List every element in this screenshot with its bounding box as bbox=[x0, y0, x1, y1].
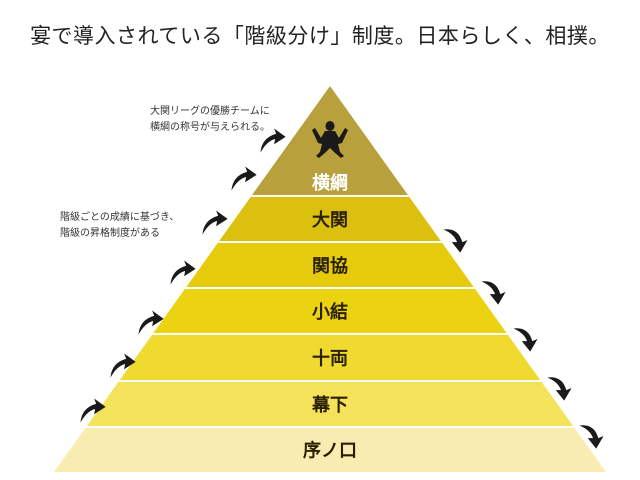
rank-label-3: 小結 bbox=[312, 301, 348, 323]
rank-band-4 bbox=[119, 334, 541, 381]
rank-band-6 bbox=[54, 427, 606, 472]
curved-up-arrow-icon bbox=[260, 128, 286, 153]
curved-up-arrow-icon bbox=[231, 166, 257, 191]
curved-down-arrow-icon bbox=[481, 281, 506, 305]
top-annotation: 大関リーグの優勝チームに 横綱の称号が与えられる。 bbox=[150, 104, 270, 136]
top-annotation-line-1: 大関リーグの優勝チームに bbox=[150, 106, 270, 117]
middle-annotation-line-1: 階級ごとの成績に基づき、 bbox=[60, 212, 180, 223]
curved-up-arrow-icon bbox=[202, 210, 228, 235]
page-title: 宴で導入されている「階級分け」制度。日本らしく、相撲。 bbox=[30, 24, 610, 48]
rank-label-0: 横綱 bbox=[312, 172, 348, 194]
rank-band-2 bbox=[185, 242, 475, 288]
middle-annotation: 階級ごとの成績に基づき、 階級の昇格制度がある bbox=[60, 210, 179, 242]
rank-label-5: 幕下 bbox=[311, 395, 348, 416]
middle-annotation-line-2: 階級の昇格制度がある bbox=[60, 228, 160, 239]
curved-down-arrow-icon bbox=[443, 229, 468, 253]
rank-band-3 bbox=[152, 288, 508, 334]
rank-band-5 bbox=[86, 381, 574, 427]
rank-label-6: 序ノ口 bbox=[303, 440, 357, 462]
rank-label-4: 十両 bbox=[312, 348, 348, 370]
sumo-wrestler-icon bbox=[312, 121, 348, 158]
top-annotation-line-2: 横綱の称号が与えられる。 bbox=[150, 122, 270, 133]
rank-label-1: 大関 bbox=[312, 209, 348, 231]
rank-label-2: 関協 bbox=[312, 255, 348, 277]
rank-band-1 bbox=[218, 196, 442, 242]
